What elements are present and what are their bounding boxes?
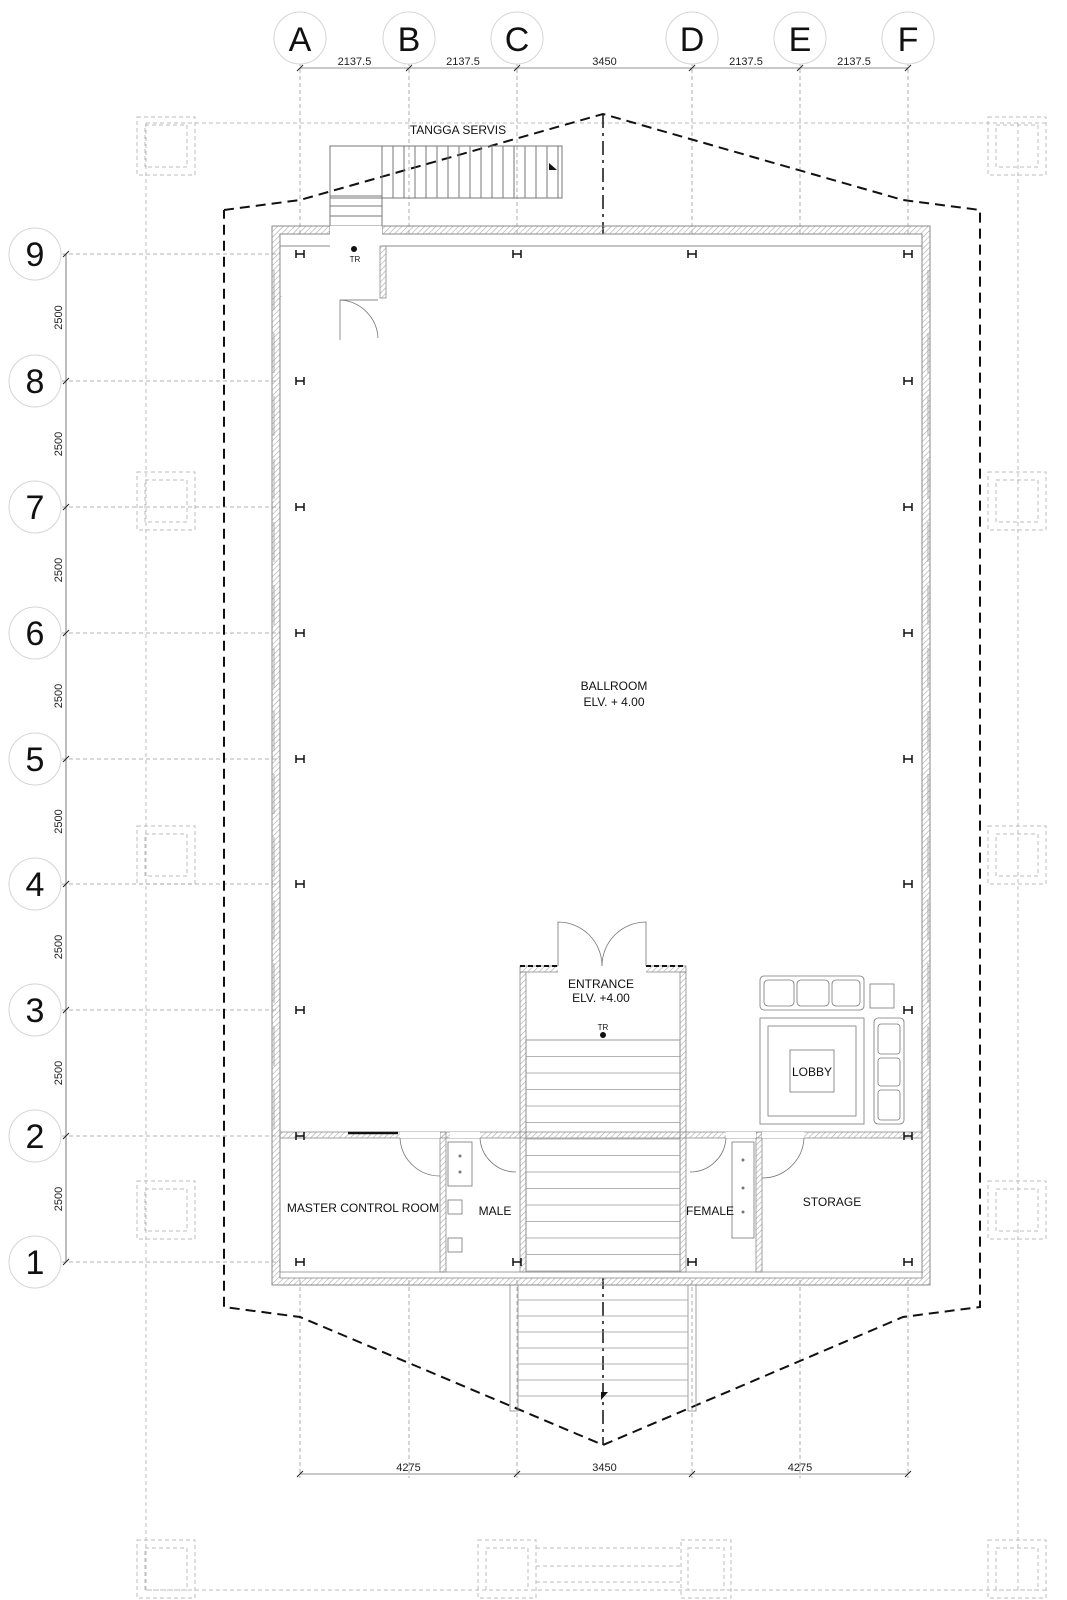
column-bubble-D: D (665, 11, 719, 65)
column-bubble-E: E (773, 11, 827, 65)
dimension-left-6: 2500 (53, 935, 65, 959)
column-marker (903, 880, 913, 888)
column-marker (903, 1132, 913, 1140)
dimension-top-5: 2137.5 (837, 56, 871, 68)
row-bubble-label: 6 (26, 615, 45, 653)
lobby-furniture (759, 975, 905, 1125)
dimension-left-3: 2500 (53, 558, 65, 582)
column-bubble-label: E (789, 21, 812, 59)
row-bubble-3: 3 (8, 983, 62, 1037)
column-bubble-label: F (898, 21, 919, 59)
column-marker (295, 1258, 305, 1266)
row-bubble-label: 4 (26, 866, 45, 904)
column-marker (903, 377, 913, 385)
dimension-left-1: 2500 (53, 305, 65, 329)
storage-label: STORAGE (803, 1195, 861, 1209)
tr-entrance-label: TR (598, 1023, 609, 1032)
entrance-label: ENTRANCE (568, 977, 634, 991)
female-label: FEMALE (686, 1204, 734, 1218)
column-marker (903, 755, 913, 763)
column-bubble-F: F (881, 11, 935, 65)
dimension-left-8: 2500 (53, 1187, 65, 1211)
site-columns (136, 116, 1048, 1599)
tangga-servis-label: TANGGA SERVIS (410, 123, 506, 137)
row-bubble-4: 4 (8, 857, 62, 911)
row-bubble-label: 7 (26, 489, 45, 527)
dimension-top-2: 2137.5 (446, 56, 480, 68)
column-marker (512, 1258, 522, 1266)
column-marker (903, 250, 913, 258)
column-bubble-label: A (289, 21, 312, 59)
row-bubble-label: 3 (26, 992, 45, 1030)
column-marker (687, 250, 697, 258)
column-marker (295, 377, 305, 385)
ballroom-elevation: ELV. + 4.00 (583, 695, 644, 709)
column-marker (903, 1006, 913, 1014)
column-markers (295, 250, 913, 1266)
column-marker (687, 1258, 697, 1266)
dimension-left-2: 2500 (53, 432, 65, 456)
dimension-lines: 2137.5 2137.5 3450 2137.5 2137.5 4275 3450 4275… (53, 56, 912, 1478)
row-bubble-1: 1 (8, 1235, 62, 1289)
row-bubble-7: 7 (8, 480, 62, 534)
dimension-left-5: 2500 (53, 809, 65, 833)
column-marker (903, 1258, 913, 1266)
column-bubble-label: B (398, 21, 421, 59)
row-bubble-2: 2 (8, 1109, 62, 1163)
column-bubble-label: C (505, 21, 530, 59)
row-bubble-5: 5 (8, 732, 62, 786)
dimension-top-4: 2137.5 (729, 56, 763, 68)
column-marker (295, 629, 305, 637)
dimension-bottom-1: 4275 (396, 1462, 420, 1474)
lobby-label: LOBBY (792, 1065, 832, 1079)
male-label: MALE (479, 1204, 512, 1218)
row-bubble-label: 1 (26, 1244, 45, 1282)
service-stair (329, 145, 563, 247)
column-marker (512, 250, 522, 258)
column-marker (295, 1006, 305, 1014)
column-marker (903, 629, 913, 637)
dimension-bottom-2: 3450 (592, 1462, 616, 1474)
column-marker (295, 1132, 305, 1140)
column-bubble-A: A (273, 11, 327, 65)
column-bubble-B: B (382, 11, 436, 65)
row-bubbles: 9 8 7 6 5 4 3 2 1 (8, 227, 62, 1289)
row-bubble-label: 2 (26, 1118, 45, 1156)
row-bubble-8: 8 (8, 354, 62, 408)
column-marker (295, 880, 305, 888)
ballroom-label: BALLROOM (581, 679, 648, 693)
column-marker (903, 503, 913, 511)
entrance-elevation: ELV. +4.00 (572, 991, 630, 1005)
dimension-left-4: 2500 (53, 684, 65, 708)
row-bubble-label: 5 (26, 741, 45, 779)
master-control-room-label: MASTER CONTROL ROOM (287, 1201, 439, 1215)
column-bubble-label: D (680, 21, 705, 59)
dimension-left-7: 2500 (53, 1061, 65, 1085)
row-bubble-6: 6 (8, 606, 62, 660)
row-bubble-label: 9 (26, 236, 45, 274)
column-marker (295, 503, 305, 511)
column-marker (295, 250, 305, 258)
dimension-top-1: 2137.5 (338, 56, 372, 68)
entrance-stair (351, 246, 697, 1412)
building-walls (271, 225, 931, 1286)
column-marker (295, 755, 305, 763)
row-bubble-label: 8 (26, 363, 45, 401)
column-bubble-C: C (490, 11, 544, 65)
column-bubbles: A B C D E F (273, 11, 935, 65)
dimension-top-3: 3450 (592, 56, 616, 68)
row-bubble-9: 9 (8, 227, 62, 281)
tr-top-label: TR (350, 255, 361, 264)
dimension-bottom-3: 4275 (788, 1462, 812, 1474)
